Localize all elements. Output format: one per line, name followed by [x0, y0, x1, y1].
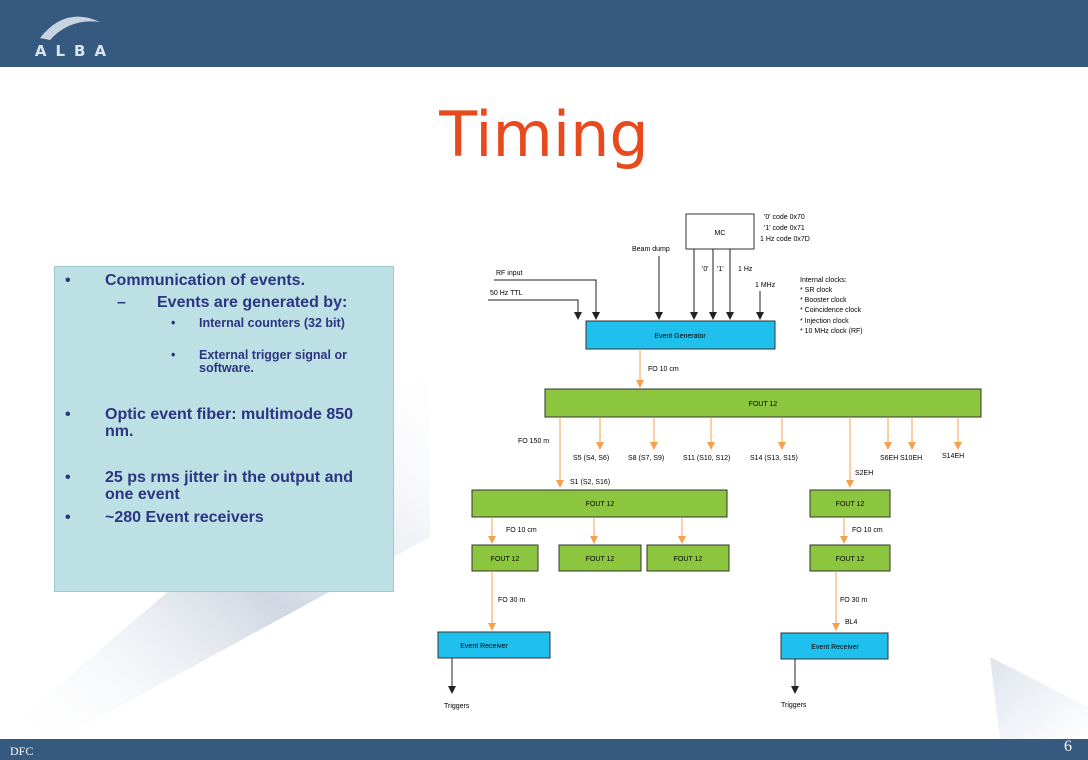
s8-label: S8 (S7, S9): [628, 455, 664, 462]
fo10-left-label: FO 10 cm: [506, 527, 537, 534]
svg-text:* Injection clock: * Injection clock: [800, 318, 849, 325]
page-title: Timing: [439, 98, 649, 171]
s2eh-label: S2EH: [855, 470, 873, 477]
svg-text:* Booster clock: * Booster clock: [800, 297, 847, 304]
fout-l3-box: [646, 544, 730, 572]
fout-left-label: FOUT 12: [586, 501, 615, 508]
fout-main-box: [544, 388, 982, 418]
svg-text:FOUT 12: FOUT 12: [586, 556, 615, 563]
svg-text:FOUT 12: FOUT 12: [674, 556, 703, 563]
svg-text:* Coincidence clock: * Coincidence clock: [800, 307, 862, 314]
internal-clocks-list: Internal clocks: * SR clock * Booster cl…: [800, 277, 863, 335]
fo150-label: FO 150 m: [518, 438, 549, 445]
sig1hz-label: 1 Hz: [738, 266, 753, 273]
triggers-left-label: Triggers: [444, 703, 470, 710]
svg-text:FOUT 12: FOUT 12: [836, 556, 865, 563]
page-number: 6: [1064, 738, 1072, 755]
svg-text:* SR clock: * SR clock: [800, 287, 833, 294]
beam-dump-label: Beam dump: [632, 246, 670, 253]
logo-text: ALBA: [35, 42, 115, 60]
svg-text:Event Receiver: Event Receiver: [811, 644, 859, 651]
fout-right-box: [809, 489, 891, 518]
mc-label: MC: [715, 230, 726, 237]
svg-text:Internal clocks:: Internal clocks:: [800, 277, 847, 284]
event-generator-box: [585, 320, 776, 350]
sig0-label: '0': [702, 266, 709, 273]
sig1-label: '1': [717, 266, 724, 273]
footer-bar: [0, 739, 1088, 760]
footer-author: DFC: [10, 744, 34, 758]
alba-logo: ALBA: [35, 16, 115, 60]
ttl-label: 50 Hz TTL: [490, 290, 523, 297]
s1-label: S1 (S2, S16): [570, 479, 610, 486]
svg-text:* 10 MHz clock (RF): * 10 MHz clock (RF): [800, 328, 863, 335]
event-receiver-right-box: [780, 632, 889, 660]
triggers-right-label: Triggers: [781, 702, 807, 709]
fo30-left-label: FO 30 m: [498, 597, 525, 604]
fout-r1-box: [809, 544, 891, 572]
rf-input-label: RF input: [496, 270, 523, 277]
rf-input-arrow: [494, 279, 600, 320]
bullet-box: • Communication of events. – Events are …: [54, 266, 394, 592]
s14-label: S14 (S13, S15): [750, 455, 798, 462]
s11-label: S11 (S10, S12): [683, 455, 730, 462]
fout-left-box: [471, 489, 728, 518]
s6eh-label: S6EH: [880, 455, 898, 462]
event-receiver-left-box: [437, 631, 551, 659]
svg-text:FOUT 12: FOUT 12: [491, 556, 520, 563]
event-generator-label: Event Generator: [654, 333, 706, 340]
ttl-arrow: [488, 299, 582, 320]
fout-l1-box: [471, 544, 539, 572]
fo10-top-label: FO 10 cm: [648, 366, 679, 373]
code1hz-label: 1 Hz code 0x7D: [760, 236, 810, 243]
fo30-right-label: FO 30 m: [840, 597, 867, 604]
timing-diagram: MC '0' code 0x70 '1' code 0x71 1 Hz code…: [437, 213, 982, 710]
bl4-label: BL4: [845, 619, 858, 626]
fout-right-label: FOUT 12: [836, 501, 865, 508]
mc-box: [685, 213, 755, 250]
s5-label: S5 (S4, S6): [573, 455, 609, 462]
s10eh-label: S10EH: [900, 455, 922, 462]
fout-l2-box: [558, 544, 642, 572]
header-bar: [0, 0, 1088, 67]
sig1mhz-label: 1 MHz: [755, 282, 776, 289]
fo10-right-label: FO 10 cm: [852, 527, 883, 534]
code1-label: '1' code 0x71: [764, 225, 805, 232]
fout-main-label: FOUT 12: [749, 401, 778, 408]
code0-label: '0' code 0x70: [764, 214, 805, 221]
s14eh-label: S14EH: [942, 453, 964, 460]
svg-text:Event Receiver: Event Receiver: [460, 643, 508, 650]
